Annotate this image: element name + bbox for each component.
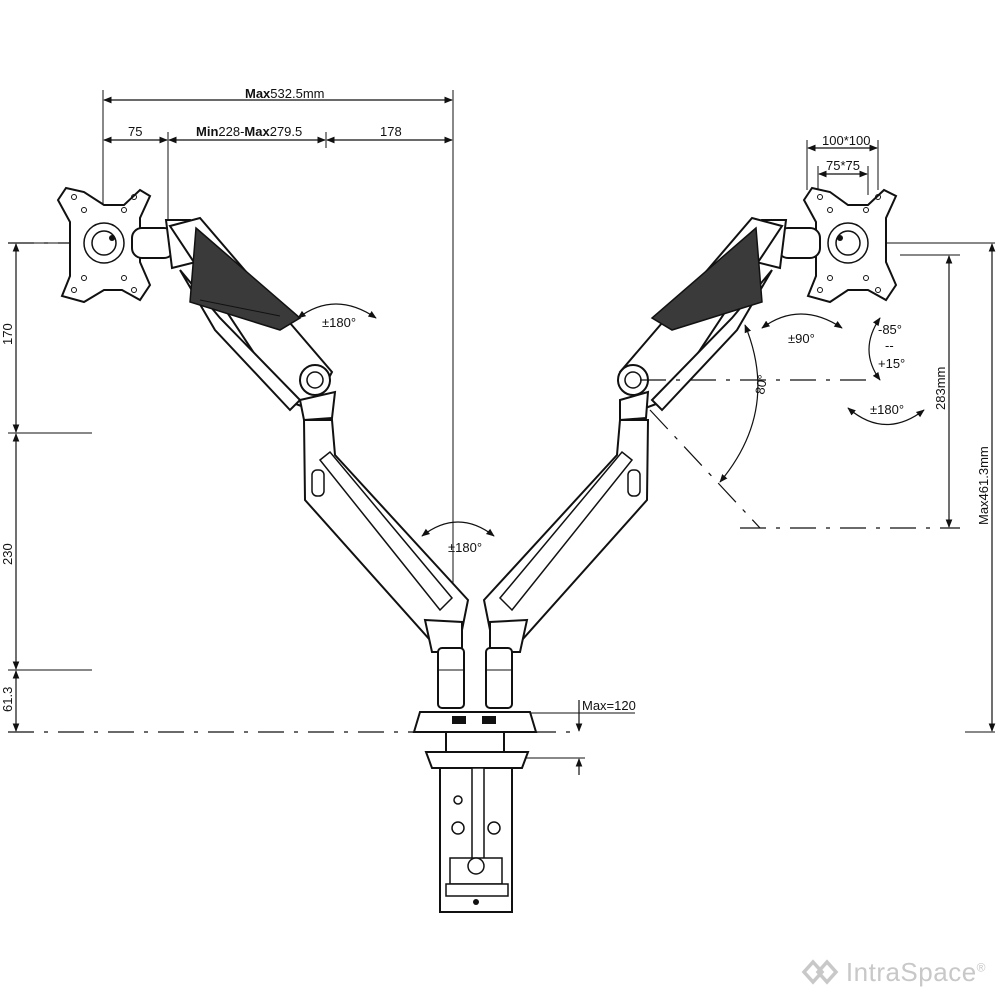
upper-arm-swivel-label: ±180°	[322, 315, 356, 330]
desk-base	[412, 711, 538, 733]
right-vesa-plate	[802, 186, 898, 304]
left-upper-arm	[168, 216, 337, 422]
screen-swivel-label: ±90°	[788, 331, 815, 346]
clamp-max-label: Max=120	[582, 698, 636, 713]
brand-registered-mark: ®	[976, 959, 986, 974]
brand-name-text: IntraSpace	[845, 956, 977, 987]
lower-arm-swivel-label: ±180°	[448, 540, 482, 555]
brand-name: IntraSpace®	[846, 957, 986, 988]
left-vesa-plate	[56, 186, 152, 304]
rotation-arrows	[297, 303, 925, 537]
interlocking-diamonds-icon	[801, 959, 839, 985]
vesa-large-label: 100*100	[822, 133, 870, 148]
center-pole	[437, 647, 513, 709]
arm-min-prefix: Min	[196, 124, 218, 139]
right-arm-height-label: 283mm	[933, 367, 948, 410]
arm-length-max: 279.5	[270, 124, 303, 139]
left-offset-label: 75	[128, 124, 142, 139]
tilt-bottom-label: +15°	[878, 356, 905, 371]
left-vertical-dimensions	[8, 242, 118, 732]
vesa-small-label: 75*75	[826, 158, 860, 173]
left-lower-arm	[302, 419, 470, 653]
max-reach-value: 532.5mm	[270, 86, 324, 101]
height-middle-label: 230	[0, 543, 15, 565]
vesa-dimensions	[806, 140, 879, 195]
screen-rotation-label: ±180°	[870, 402, 904, 417]
right-segment-label: 178	[380, 124, 402, 139]
arm-angle-marker	[640, 324, 870, 529]
tilt-sep-label: --	[885, 338, 894, 353]
right-upper-arm	[617, 216, 784, 422]
right-vertical-dimensions	[740, 242, 996, 732]
arm-length-label: Min228-Max279.5	[196, 124, 302, 139]
max-reach-label: Max532.5mm	[245, 86, 325, 101]
arm-length-min: 228-	[218, 124, 244, 139]
height-lower-label: 61.3	[0, 687, 15, 712]
max-reach-prefix: Max	[245, 86, 271, 101]
desk-clamp	[424, 731, 530, 913]
height-upper-label: 170	[0, 323, 15, 345]
total-height-label: Max461.3mm	[976, 446, 991, 525]
tilt-top-label: -85°	[878, 322, 902, 337]
arm-max-prefix: Max	[244, 124, 270, 139]
top-dimensions	[102, 90, 454, 600]
brand-logo: IntraSpace®	[800, 956, 986, 988]
arm-angle-label: 80°	[752, 374, 770, 396]
right-lower-arm	[482, 419, 650, 653]
